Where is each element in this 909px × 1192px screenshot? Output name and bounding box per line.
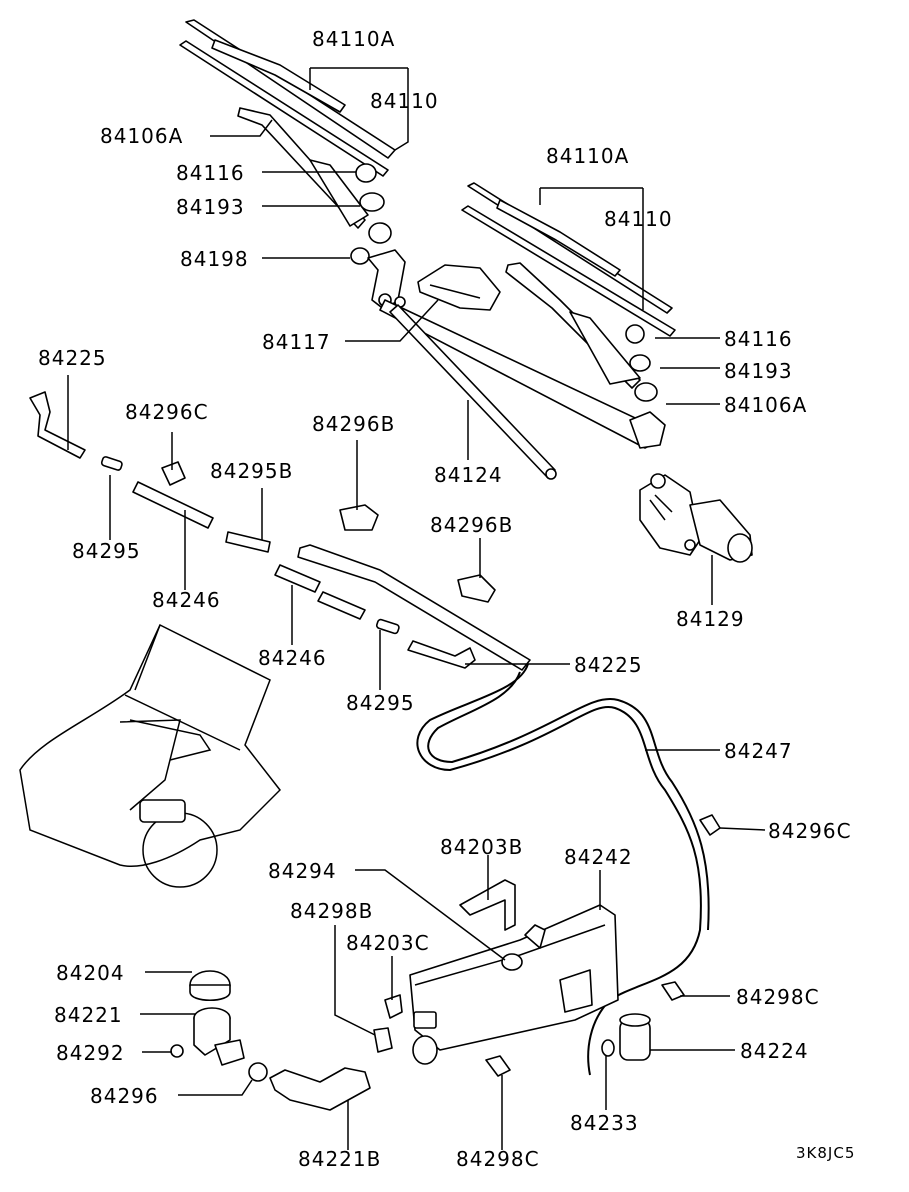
label-84247: 84247 [724, 739, 793, 763]
leader-lines [67, 67, 766, 1150]
label-84198: 84198 [180, 247, 249, 271]
label-84246-mid: 84246 [258, 646, 327, 670]
wiper-motor [639, 473, 753, 563]
label-84225-mid: 84225 [574, 653, 643, 677]
label-84221b: 84221B [298, 1147, 381, 1171]
label-84203b: 84203B [440, 835, 523, 859]
cowl-cap [417, 264, 501, 311]
wiper-linkage [379, 299, 666, 480]
label-84295b: 84295B [210, 459, 293, 483]
label-84110-left: 84110 [370, 89, 439, 113]
label-84116-right: 84116 [724, 327, 793, 351]
label-84246-left: 84246 [152, 588, 221, 612]
label-84110a-left: 84110A [312, 27, 395, 51]
brackets [373, 879, 516, 1053]
label-84298b: 84298B [290, 899, 373, 923]
label-84106a-right: 84106A [724, 393, 807, 417]
label-84298c-bottom: 84298C [456, 1147, 540, 1171]
label-84292: 84292 [56, 1041, 125, 1065]
label-84204: 84204 [56, 961, 125, 985]
label-84117: 84117 [262, 330, 331, 354]
label-84296c-right: 84296C [768, 819, 852, 843]
label-84193-right: 84193 [724, 359, 793, 383]
washer-pump [601, 1013, 651, 1061]
label-84110-right: 84110 [604, 207, 673, 231]
pivot-parts-left [350, 163, 406, 311]
wiper-arm-left [237, 107, 369, 229]
label-84129: 84129 [676, 607, 745, 631]
rear-washer-parts [170, 970, 371, 1111]
washer-hoses [29, 391, 531, 671]
label-84225-top: 84225 [38, 346, 107, 370]
washer-tank [409, 904, 619, 1065]
label-84296b-top: 84296B [312, 412, 395, 436]
washer-hose-long [416, 663, 702, 1076]
label-84203c: 84203C [346, 931, 430, 955]
label-84221: 84221 [54, 1003, 123, 1027]
label-84296b-mid: 84296B [430, 513, 513, 537]
label-84193-left: 84193 [176, 195, 245, 219]
car-inset [19, 623, 281, 888]
wiper-blade-left [179, 19, 396, 177]
wiper-blade-right [461, 182, 676, 337]
label-84233: 84233 [570, 1111, 639, 1135]
clips [339, 504, 721, 1077]
diagram-code: 3K8JC5 [796, 1144, 855, 1162]
label-84106a-left: 84106A [100, 124, 183, 148]
label-84296: 84296 [90, 1084, 159, 1108]
label-84110a-right: 84110A [546, 144, 629, 168]
label-84295-left: 84295 [72, 539, 141, 563]
label-84124: 84124 [434, 463, 503, 487]
label-84294: 84294 [268, 859, 337, 883]
label-84296c-top: 84296C [125, 400, 209, 424]
label-84242: 84242 [564, 845, 633, 869]
label-84298c-right: 84298C [736, 985, 820, 1009]
part-labels: 84110A 84110 84106A 84116 84193 84198 84… [38, 27, 855, 1171]
label-84116-left: 84116 [176, 161, 245, 185]
wiper-arm-right [505, 262, 658, 402]
label-84224: 84224 [740, 1039, 809, 1063]
label-84295-mid: 84295 [346, 691, 415, 715]
